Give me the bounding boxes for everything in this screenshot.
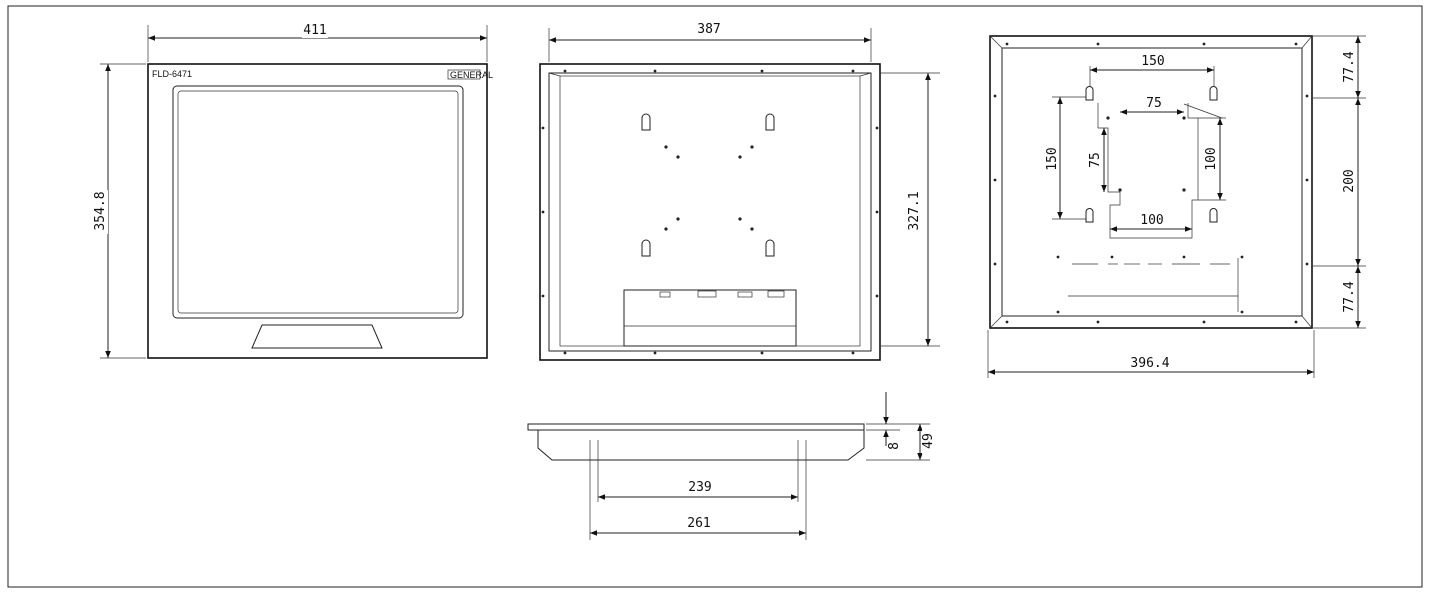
front-logo-plate (251, 324, 383, 349)
side-inner-span-dimension: 239 (688, 480, 711, 495)
back-housing (548, 72, 872, 352)
front-brand-badge (447, 69, 481, 80)
front-brand-label: GENERAL (450, 70, 493, 80)
side-depth-small-dimension: 8 (887, 442, 902, 450)
front-width-dimension: 411 (303, 23, 326, 38)
back-flange (539, 63, 881, 361)
side-body (537, 430, 865, 461)
back-width-dimension: 387 (697, 22, 720, 37)
mount-outer-top-dimension: 150 (1141, 54, 1164, 69)
back-view: 387 327.1 (539, 20, 940, 361)
mount-right-mid-dimension: 200 (1342, 169, 1357, 192)
side-view: 239 261 8 49 (527, 392, 936, 540)
mount-keyholes (1085, 86, 1218, 223)
mount-inner-top-dimension: 75 (1146, 96, 1162, 111)
front-bezel (147, 63, 488, 359)
mount-view: 150 75 150 75 100 100 (987, 35, 1366, 378)
back-screw-holes (541, 69, 879, 355)
front-view: FLD-6471 GENERAL 411 354.8 (92, 22, 493, 359)
drawing-border (7, 5, 1423, 588)
side-outer-span-dimension: 261 (687, 516, 710, 531)
mount-edge-holes (993, 42, 1309, 324)
front-height-dimension: 354.8 (93, 191, 108, 230)
front-model-label: FLD-6471 (152, 69, 192, 79)
mount-right-bottom-dimension: 77.4 (1342, 281, 1357, 312)
mount-outer-left-dimension: 150 (1045, 147, 1060, 170)
mount-connector-row (1068, 258, 1239, 312)
back-keyhole-mounts (641, 113, 775, 257)
mount-plate (1001, 47, 1303, 317)
mount-inner-bottom-dimension: 100 (1140, 213, 1163, 228)
side-depth-total-dimension: 49 (921, 433, 936, 449)
side-flange (527, 423, 865, 431)
front-screen (172, 85, 464, 319)
mount-flange (989, 35, 1313, 329)
mount-width-dimension: 396.4 (1130, 356, 1169, 371)
mount-inner-right-dimension: 100 (1204, 147, 1219, 170)
back-io-panel (623, 289, 797, 347)
back-height-dimension: 327.1 (907, 191, 922, 230)
mount-right-top-dimension: 77.4 (1342, 51, 1357, 82)
mount-inner-left-dimension: 75 (1088, 152, 1103, 168)
